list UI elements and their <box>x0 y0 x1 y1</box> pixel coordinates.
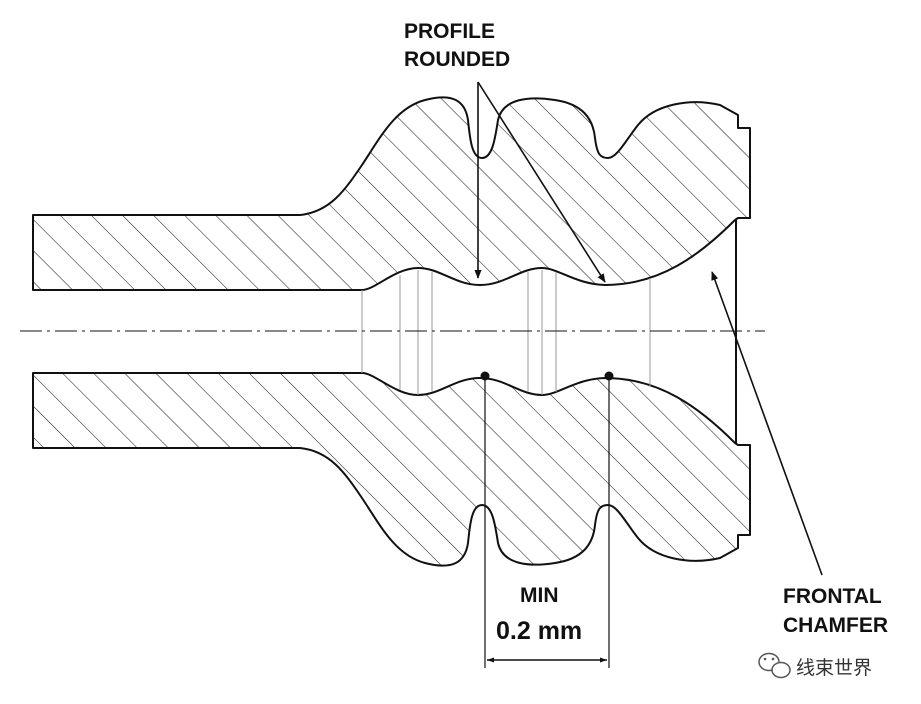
wechat-icon <box>758 652 791 679</box>
profile-rounded-label-1: PROFILE <box>404 20 495 43</box>
profile-arrow-right <box>477 81 606 283</box>
profile-rounded-label-2: ROUNDED <box>404 48 510 71</box>
watermark: 线束世界 <box>758 652 872 679</box>
dimension-value-label: 0.2 mm <box>496 617 582 645</box>
measure-point-left <box>480 371 490 381</box>
frontal-chamfer-label-2: CHAMFER <box>783 614 888 637</box>
seal-upper-section <box>32 96 751 291</box>
profile-construction-lines <box>399 270 651 395</box>
watermark-text: 线束世界 <box>796 657 872 679</box>
min-label: MIN <box>520 584 559 607</box>
chamfer-arrow <box>711 271 823 576</box>
seal-lower-section <box>32 372 751 567</box>
frontal-chamfer-label-1: FRONTAL <box>783 585 882 608</box>
measure-point-right <box>604 371 614 381</box>
